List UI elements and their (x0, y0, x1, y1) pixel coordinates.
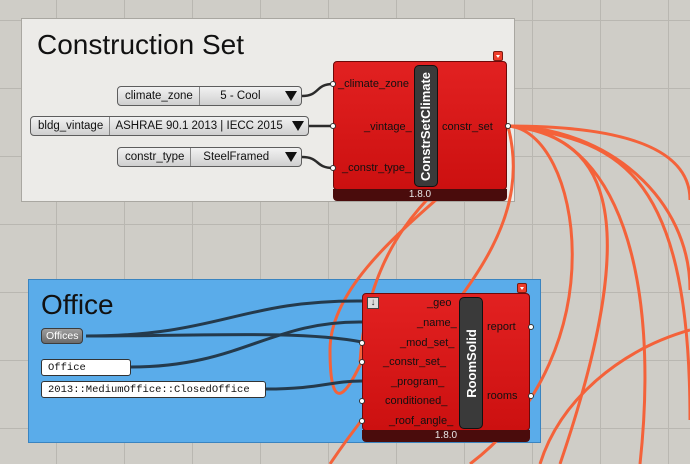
value-list-wires (301, 82, 334, 170)
room-solid-name: RoomSolid (463, 328, 479, 398)
room-solid-version: 1.8.0 (362, 430, 530, 442)
input-name[interactable]: _name_ (417, 317, 457, 329)
climate-zone-input-grip[interactable] (330, 81, 336, 87)
input-climate-zone[interactable]: _climate_zone (338, 78, 409, 90)
dropdown-arrow-icon[interactable] (288, 117, 308, 135)
constr-type-label: constr_type (118, 148, 192, 166)
climate-zone-wire (301, 82, 334, 98)
bldg-vintage-value: ASHRAE 90.1 2013 | IECC 2015 (115, 120, 283, 132)
offices-to-geo-wire (85, 299, 363, 338)
climate-zone-value: 5 - Cool (220, 90, 261, 102)
input-vintage[interactable]: _vintage_ (364, 121, 412, 133)
office-group-title: Office (41, 289, 114, 320)
office-wires (85, 299, 363, 391)
offices-chip[interactable]: Offices (41, 328, 84, 344)
constr-set-wire-1 (507, 124, 690, 201)
constr-type-input-grip[interactable] (330, 165, 336, 171)
constr-type-value: SteelFramed (203, 151, 270, 163)
input-geo[interactable]: _geo (427, 297, 452, 309)
output-flag-icon[interactable] (493, 51, 503, 61)
constr-set-wire-10 (538, 328, 690, 464)
input-conditioned[interactable]: conditioned_ (385, 395, 448, 407)
office-name-to-name-wire (130, 320, 363, 369)
input-roof-angle[interactable]: _roof_angle_ (389, 415, 454, 427)
room-solid-component[interactable]: ↓ _geo _name_ _mod_set_ _constr_set_ _pr… (362, 283, 530, 442)
bldg-vintage-label: bldg_vintage (31, 117, 111, 135)
vintage-input-grip[interactable] (330, 123, 336, 129)
input-constr-set[interactable]: _constr_set_ (383, 356, 446, 368)
room-solid-title-bar[interactable]: RoomSolid (459, 297, 483, 429)
climate-zone-value-list[interactable]: climate_zone 5 - Cool (117, 86, 302, 106)
constr-set-climate-name: ConstrSetClimate (418, 71, 434, 181)
constr-set-wire-2 (507, 124, 690, 291)
rooms-output-grip[interactable] (528, 393, 534, 399)
output-flag-icon[interactable] (517, 283, 527, 293)
office-name-panel[interactable]: Office (41, 359, 131, 376)
constr-set-output-grip[interactable] (505, 123, 511, 129)
constr-set-climate-component[interactable]: _climate_zone _vintage_ _constr_type_ Co… (333, 51, 507, 201)
input-constr-type[interactable]: _constr_type_ (342, 162, 412, 174)
bldg-vintage-value-list[interactable]: bldg_vintage ASHRAE 90.1 2013 | IECC 201… (30, 116, 309, 136)
constr-set-climate-version: 1.8.0 (333, 189, 507, 201)
program-panel[interactable]: 2013::MediumOffice::ClosedOffice (41, 381, 266, 398)
constr-set-climate-title-bar[interactable]: ConstrSetClimate (414, 65, 438, 187)
output-rooms[interactable]: rooms (487, 390, 518, 402)
climate-zone-label: climate_zone (118, 87, 200, 105)
input-program[interactable]: _program_ (391, 376, 445, 388)
report-output-grip[interactable] (528, 324, 534, 330)
dropdown-arrow-icon[interactable] (281, 87, 301, 105)
input-mod-set[interactable]: _mod_set_ (400, 337, 455, 349)
constr-type-value-list[interactable]: constr_type SteelFramed (117, 147, 302, 167)
output-constr-set[interactable]: constr_set (442, 121, 493, 133)
constr-set-input-grip[interactable] (359, 359, 365, 365)
roof-angle-input-grip[interactable] (359, 418, 365, 424)
mod-set-input-grip[interactable] (359, 340, 365, 346)
program-to-program-wire (265, 379, 363, 391)
offices-to-mod-set-wire (85, 333, 363, 344)
construction-set-group-title: Construction Set (37, 29, 244, 60)
dropdown-arrow-icon[interactable] (281, 148, 301, 166)
output-report[interactable]: report (487, 321, 516, 333)
constr-type-wire (301, 155, 334, 170)
conditioned-input-grip[interactable] (359, 398, 365, 404)
geo-preview-icon[interactable]: ↓ (367, 297, 379, 309)
constr-set-wire-5 (507, 124, 690, 421)
